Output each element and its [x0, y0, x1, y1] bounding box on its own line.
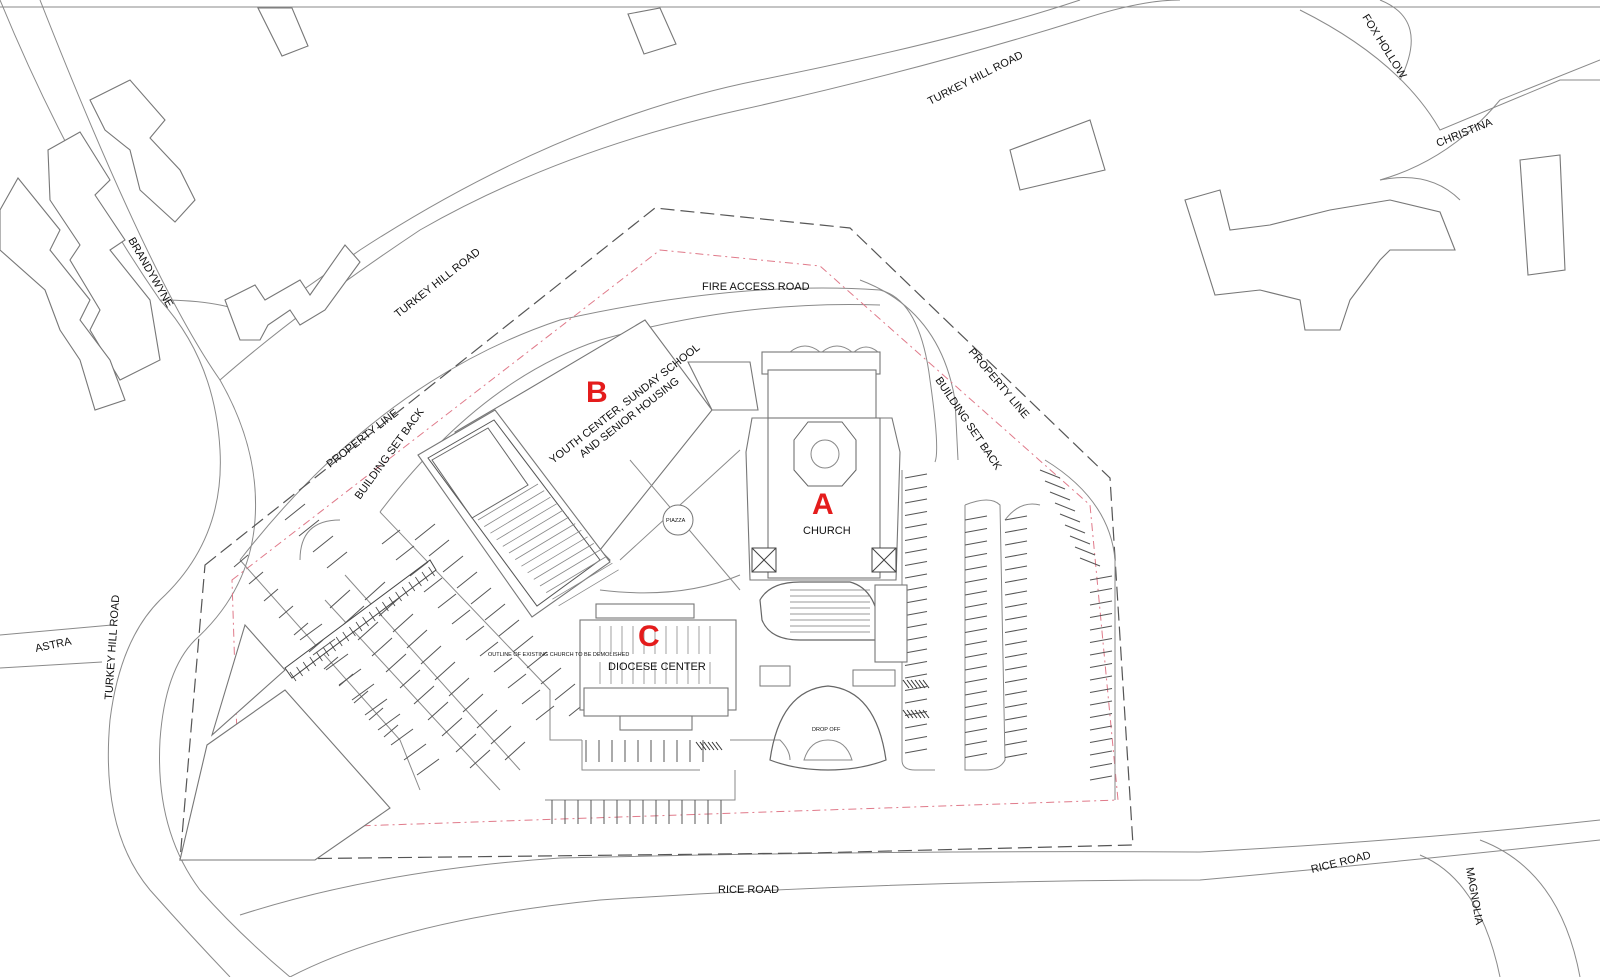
label-astra: ASTRA [34, 635, 73, 655]
building-setback-line [231, 249, 1119, 831]
building-a-name: CHURCH [803, 525, 851, 537]
label-piazza: PIAZZA [666, 518, 686, 524]
label-magnolia: MAGNOLIA [1463, 866, 1485, 926]
building-b-letter: B [586, 376, 608, 409]
neighbor-buildings [0, 7, 1566, 411]
piazza [599, 449, 741, 594]
building-a-letter: A [812, 488, 834, 521]
building-c-letter: C [638, 620, 660, 653]
label-fox-hollow: FOX HOLLOW [1359, 12, 1408, 81]
label-fire-access-road: FIRE ACCESS ROAD [702, 281, 810, 293]
feature-labels: PIAZZA DROP OFF OUTLINE OF EXISTING CHUR… [488, 518, 841, 733]
parking-areas [179, 459, 1116, 861]
label-christina: CHRISTINA [1435, 116, 1495, 150]
label-property-line-ne: PROPERTY LINE [966, 346, 1032, 421]
label-demolish-note: OUTLINE OF EXISTING CHURCH TO BE DEMOLIS… [488, 652, 629, 658]
label-rice-road-s: RICE ROAD [718, 884, 779, 896]
label-rice-road-se: RICE ROAD [1310, 849, 1372, 875]
label-drop-off: DROP OFF [812, 727, 841, 733]
building-b [417, 319, 759, 618]
building-c-name: DIOCESE CENTER [608, 661, 706, 673]
building-c-diocese [579, 603, 930, 751]
label-turkey-hill-road-w: TURKEY HILL ROAD [103, 594, 122, 700]
label-building-set-back-ne: BUILDING SET BACK [933, 375, 1004, 473]
building-a-church [745, 345, 908, 663]
label-turkey-hill-road-nw: TURKEY HILL ROAD [392, 246, 482, 320]
parking-stalls [233, 469, 1113, 824]
label-turkey-hill-road-ne: TURKEY HILL ROAD [926, 49, 1025, 107]
